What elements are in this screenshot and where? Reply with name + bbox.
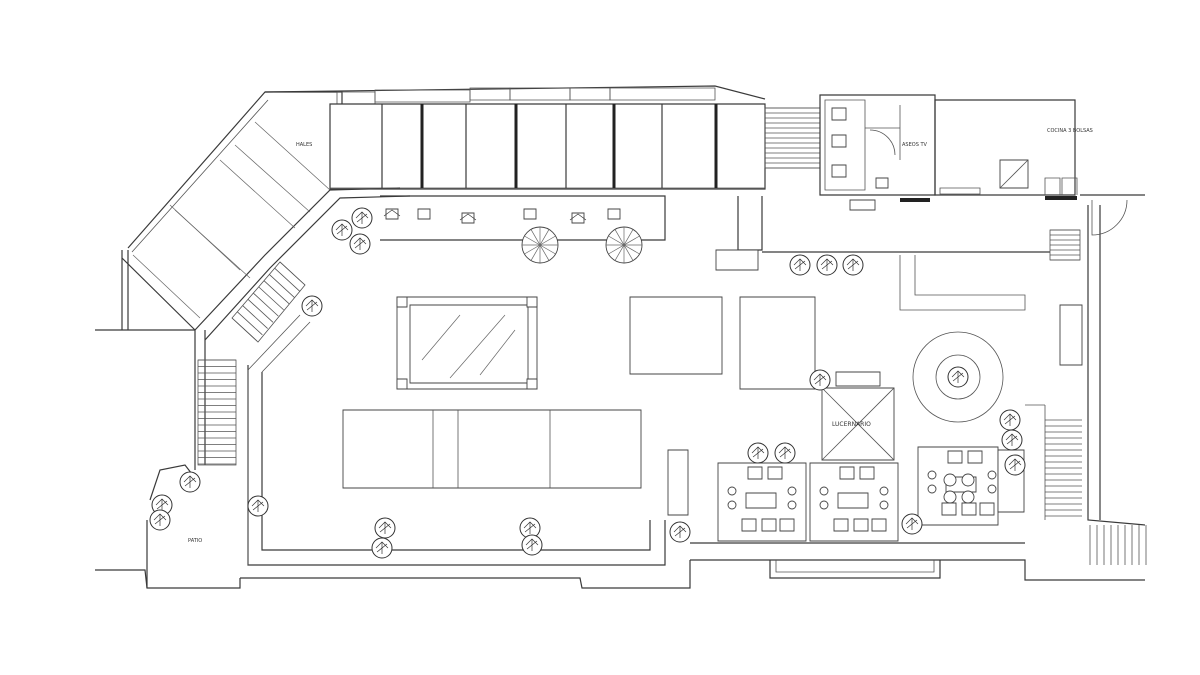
hales-label: HALES — [296, 142, 312, 148]
top-column-row — [330, 104, 765, 189]
skylight-label: LUCERNARIO — [832, 421, 871, 428]
central-skylight: LUCERNARIO — [822, 372, 894, 460]
exterior-walls — [95, 86, 1145, 588]
top-right-rooms: ASEOS TV COCINA 3 BOLSAS — [765, 95, 1093, 210]
furniture: LUCERNARIO PATIO — [188, 209, 1024, 544]
left-staircase — [198, 360, 236, 465]
restroom-label: ASEOS TV — [902, 142, 928, 148]
kitchen-label: COCINA 3 BOLSAS — [1047, 128, 1093, 134]
patio-label: PATIO — [188, 538, 202, 544]
plants — [150, 208, 1025, 558]
interior-walls — [248, 196, 1146, 565]
diagonal-staircase — [232, 262, 305, 342]
